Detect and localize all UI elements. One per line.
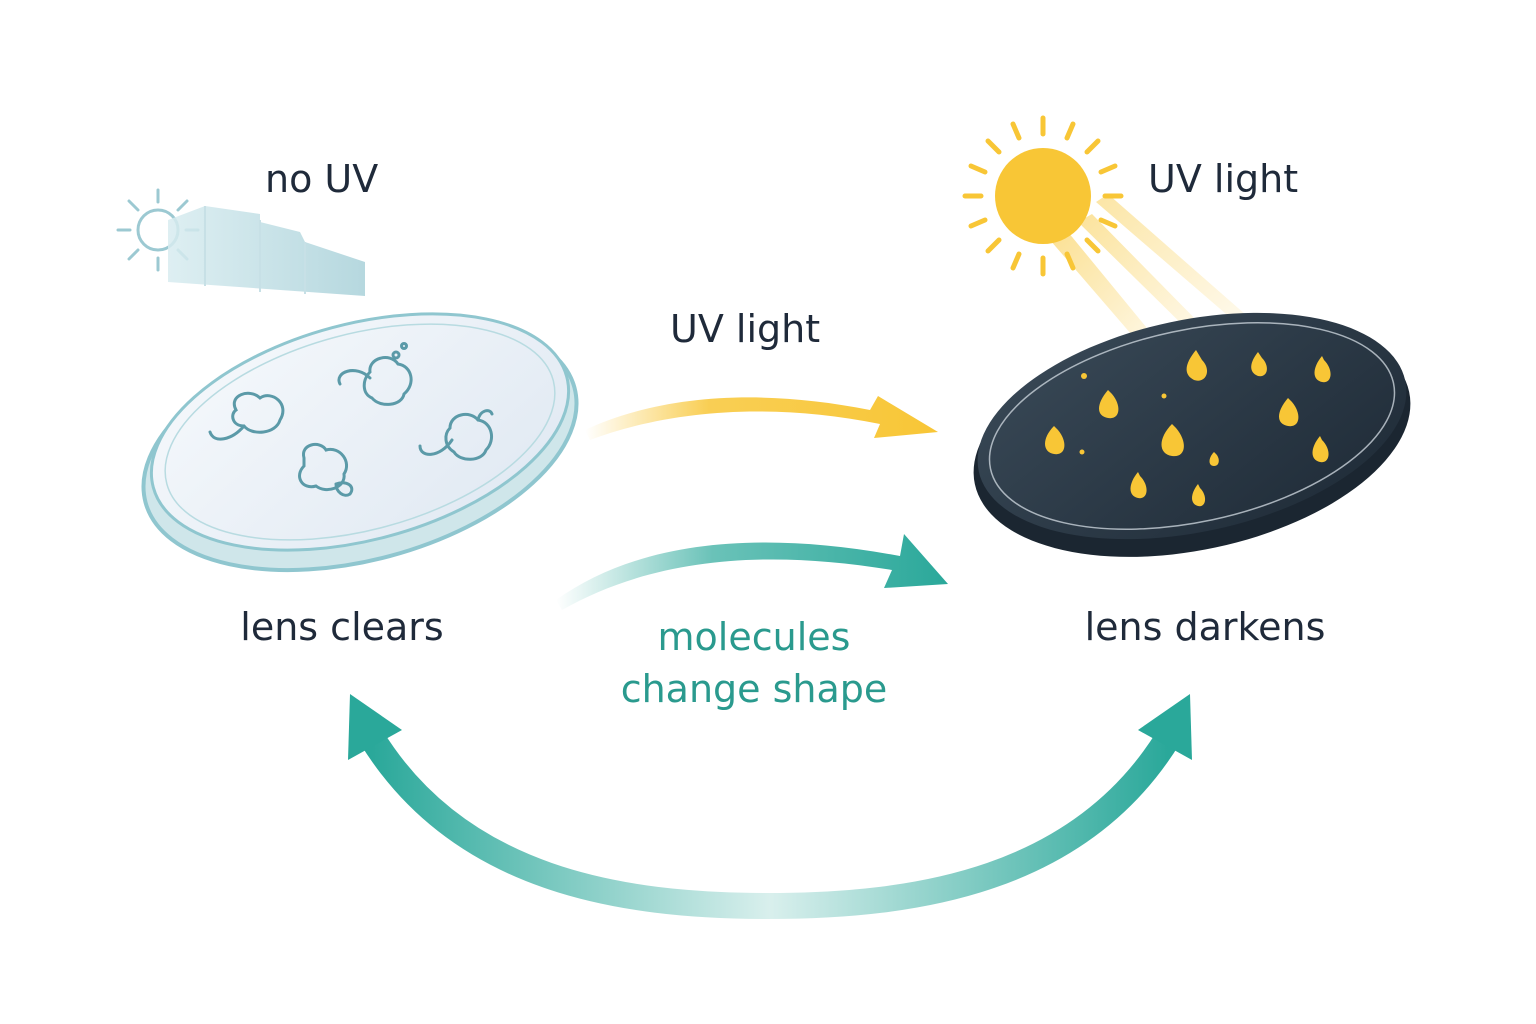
molecule-group-clear [208, 342, 494, 497]
lens-darkens-label: lens darkens [1085, 605, 1326, 649]
activated-molecule [1130, 472, 1147, 499]
molecules-label-line1: molecules [658, 615, 851, 659]
activated-molecule [1251, 352, 1267, 377]
uv-light-middle-label: UV light [670, 307, 820, 351]
molecules-change-arrow [556, 534, 948, 610]
sun-icon [962, 115, 1124, 277]
molecule-4 [418, 409, 494, 461]
activated-molecule [1279, 398, 1299, 427]
activated-molecule [1312, 436, 1329, 463]
molecule-group-dark [1045, 350, 1331, 507]
molecules-label-line2: change shape [621, 667, 888, 711]
dark-lens [973, 312, 1411, 557]
no-uv-label: no UV [265, 157, 378, 201]
uv-light-arrow [585, 396, 938, 440]
activated-molecule [1209, 452, 1219, 466]
activated-molecule [1099, 390, 1119, 419]
arrowhead-left [348, 694, 402, 760]
lens-clears-label: lens clears [240, 605, 443, 649]
activated-molecule [1314, 356, 1331, 383]
clear-lens [141, 312, 579, 573]
uv-rays [1050, 194, 1254, 356]
molecule-1 [208, 391, 285, 441]
molecule-2 [337, 342, 413, 406]
activated-molecule [1161, 424, 1184, 457]
arrowhead-right [1138, 694, 1192, 760]
activated-molecule [1186, 350, 1208, 381]
activated-molecule [1192, 484, 1206, 507]
reversible-cycle-arrow [348, 694, 1192, 920]
molecule-3 [298, 442, 354, 497]
uv-block-shield [168, 206, 365, 296]
activated-molecule [1045, 426, 1065, 455]
uv-light-top-label: UV light [1148, 157, 1298, 201]
